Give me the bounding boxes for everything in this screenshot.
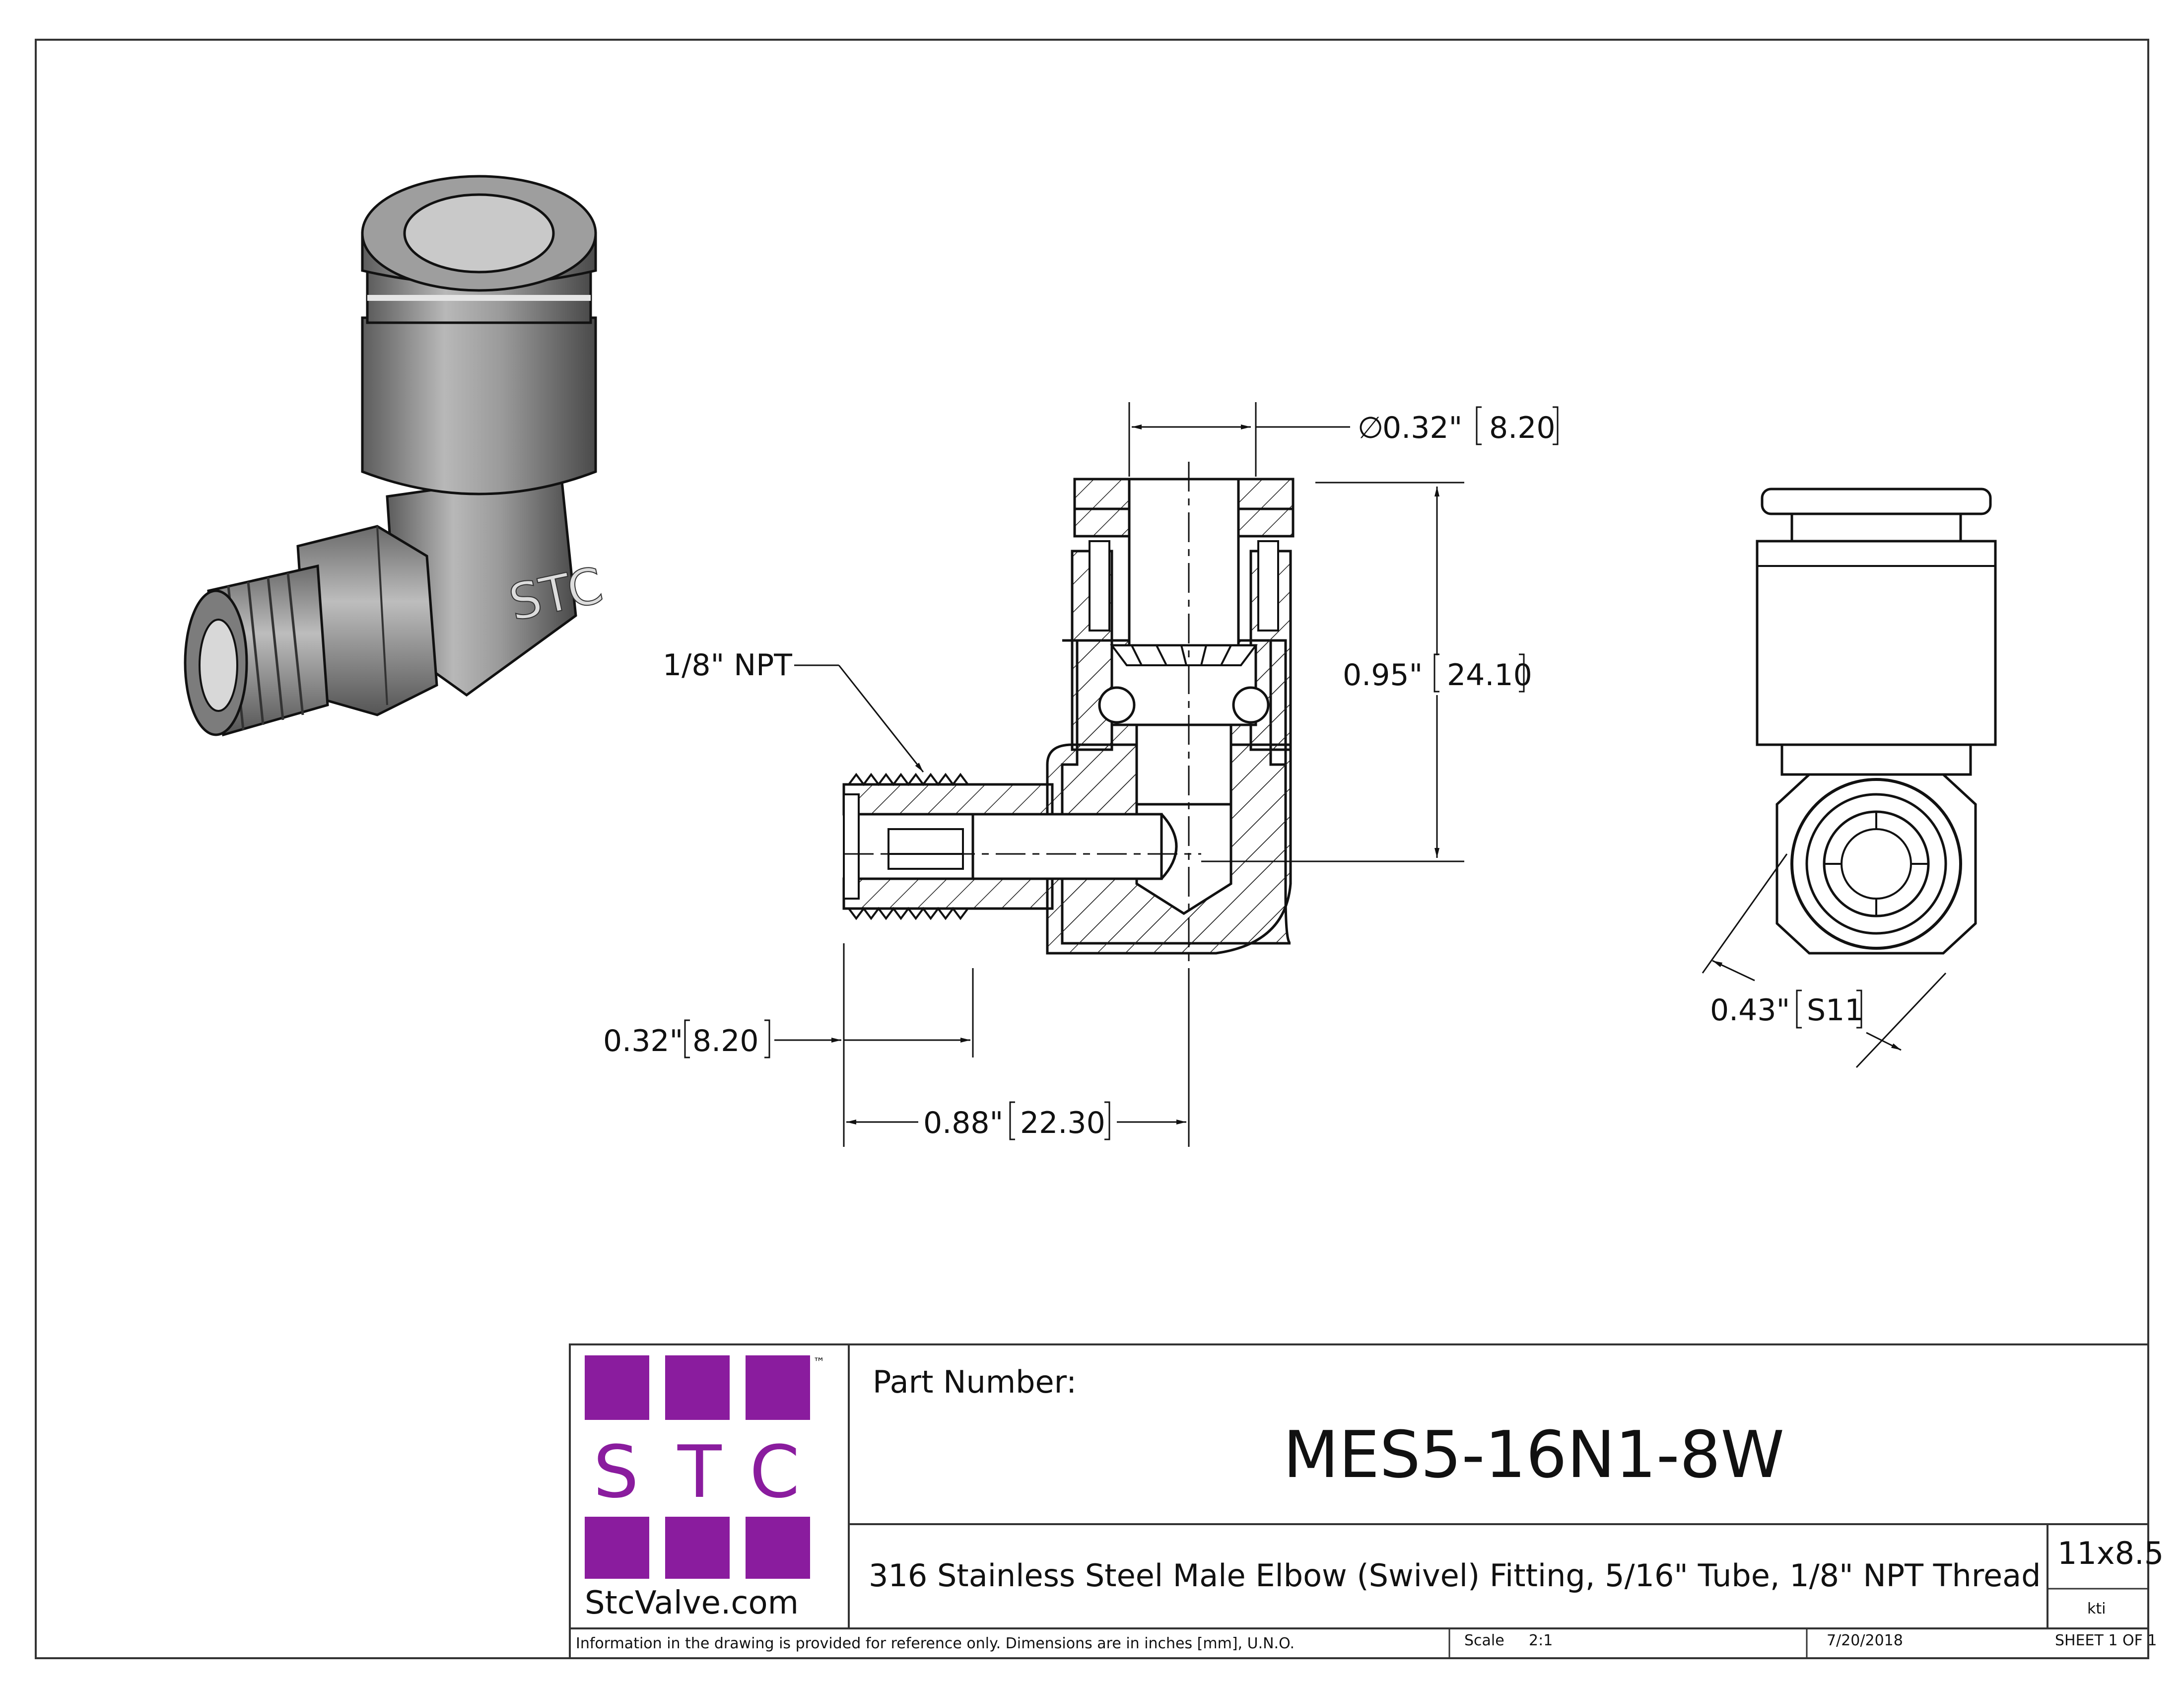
isometric-view: STC [184,175,608,737]
dim-tube-diameter-mm: 8.20 [1489,411,1556,445]
sheet-size: 11x8.5 [2057,1535,2164,1571]
leader-thread-label: 1/8" NPT [663,648,792,683]
disclaimer: Information in the drawing is provided f… [576,1635,1295,1652]
dim-hex-size-mm: S11 [1807,993,1863,1028]
dim-height: 0.95" 24.10 [1201,482,1532,862]
scale-value: 2:1 [1529,1632,1553,1649]
logo-website: StcValve.com [585,1585,799,1621]
dim-thread-length-mm: 8.20 [692,1024,759,1058]
logo-letter-c: C [750,1430,800,1514]
section-view: ∅ 0.32" 8.20 0.95" 24.10 1/8" NPT [603,402,1559,1147]
dim-thread-length: 0.32" 8.20 [603,943,974,1147]
dim-hex-size-inch: 0.43" [1710,993,1790,1028]
section-thread-teeth [848,773,969,920]
dim-overall-length-inch: 0.88" [923,1106,1003,1140]
dim-tube-diameter-symbol: ∅ [1358,411,1383,445]
dim-height-mm: 24.10 [1447,658,1532,693]
scale-label: Scale [1464,1632,1504,1649]
dim-overall-length-mm: 22.30 [1020,1106,1105,1140]
description: 316 Stainless Steel Male Elbow (Swivel) … [869,1557,2041,1594]
part-number-label: Part Number: [873,1364,1077,1400]
leader-thread: 1/8" NPT [663,648,924,773]
title-block: S T C ™ StcValve.com Part Number: MES5-1… [569,1343,2164,1659]
logo-trademark: ™ [813,1355,825,1369]
dim-tube-diameter: ∅ 0.32" 8.20 [1128,402,1559,477]
dim-height-inch: 0.95" [1343,658,1423,693]
dim-tube-diameter-inch: 0.32" [1382,411,1462,445]
drawn-by: kti [2087,1600,2106,1618]
stc-logo: S T C ™ StcValve.com [585,1355,825,1621]
dim-overall-length: 0.88" 22.30 [846,983,1190,1147]
dim-hex-size: 0.43" S11 [1702,853,1947,1068]
side-view: 0.43" S11 [1702,488,1997,1068]
date: 7/20/2018 [1827,1632,1903,1649]
logo-letter-t: T [677,1430,722,1514]
part-number: MES5-16N1-8W [1283,1417,1784,1492]
sheet-number: SHEET 1 OF 1 [2055,1632,2157,1649]
logo-letter-s: S [593,1430,639,1514]
dim-thread-length-inch: 0.32" [603,1024,683,1058]
